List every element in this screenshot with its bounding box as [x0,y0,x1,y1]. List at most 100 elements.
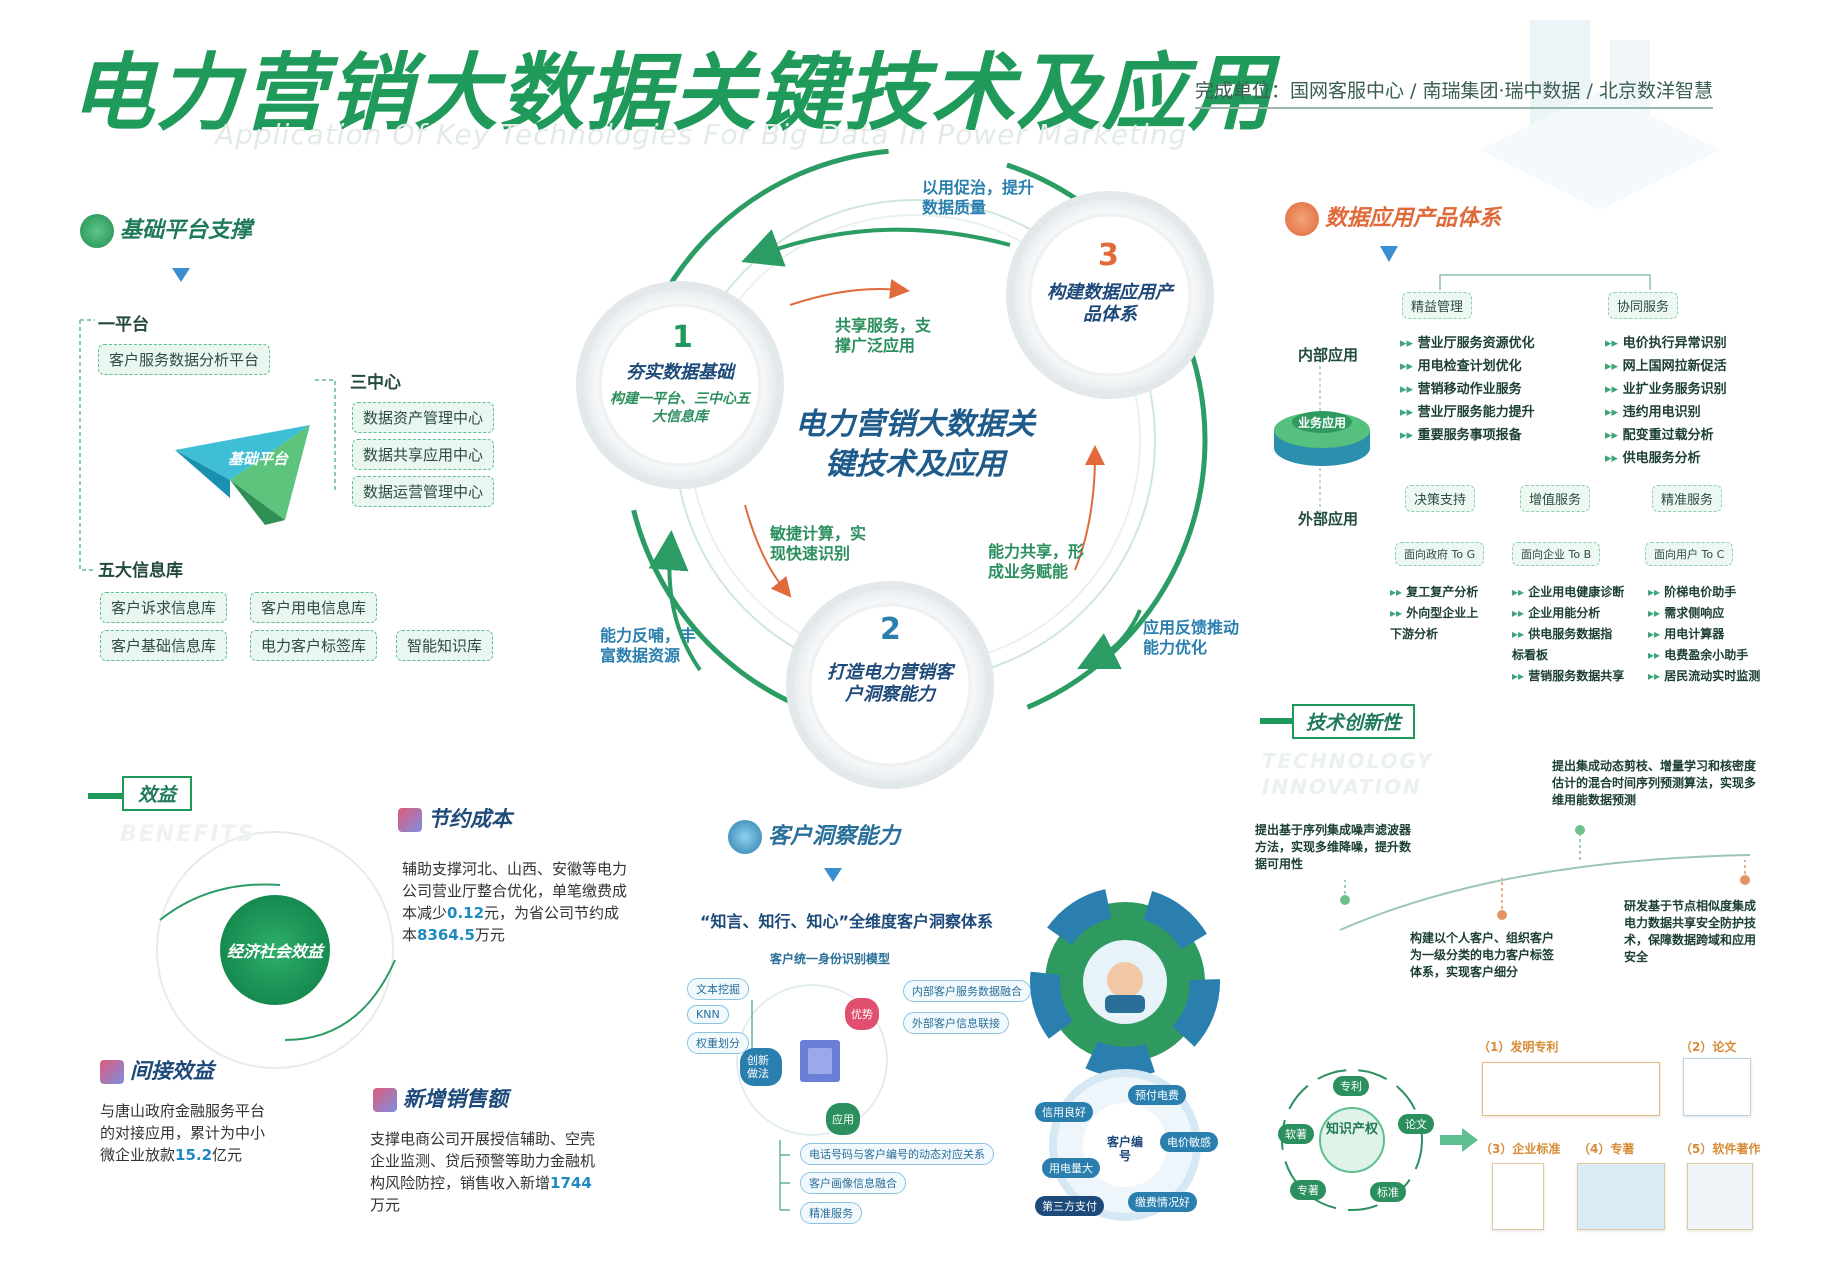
circle-1-number: 1 [672,320,693,355]
patent-docs-image [1482,1062,1660,1116]
ip-node-paper: 论文 [1398,1114,1434,1134]
lean-management-tag: 精益管理 [1402,292,1473,319]
to-b-tag: 面向企业 To B [1512,542,1601,566]
benefits-heading-en: BENEFITS [120,822,256,847]
node-advantage: 优势 [845,998,879,1030]
one-platform-label: 一平台 [98,315,149,335]
sales-num: 1744 [550,1174,592,1192]
platform-item: 客户服务数据分析平台 [98,344,271,375]
insight-system: “知言、知行、知心”全维度客户洞察体系 [700,912,994,931]
to-g-tag: 面向政府 To G [1395,542,1485,566]
indirect-text-a: 与唐山政府金融服务平台的对接应用，累计为中小微企业放款 [100,1102,266,1164]
coop-item: 网上国网拉新促活 [1605,355,1727,378]
biz-item: 企业用能分析 [1512,603,1624,624]
to-c-tag: 面向用户 To C [1645,542,1734,566]
ip-doc-label-2: （2）论文 [1680,1040,1737,1054]
innovation-point-2: 构建以个人客户、组织客户为一级分类的电力客户标签体系，实现客户细分 [1410,931,1555,979]
ring-label-credit: 信用良好 [1035,1102,1093,1122]
tag-external-link: 外部客户信息联接 [903,1012,1009,1034]
indirect-icon [100,1060,124,1084]
tag-knn: KNN [687,1005,729,1024]
circle-2-number: 2 [880,612,901,647]
pyramid-graphic [175,425,310,525]
save-cost-title: 节约成本 [428,807,512,831]
number-2-icon [728,820,762,854]
indirect-text: 与唐山政府金融服务平台的对接应用，累计为中小微企业放款15.2亿元 [100,1100,265,1166]
completion-units: 完成单位：国网客服中心 / 南瑞集团·瑞中数据 / 北京数洋智慧 [1195,76,1714,109]
innovation-point-4: 研发基于节点相似度集成电力数据共享安全防护技术，保障数据跨域和应用安全 [1624,899,1757,964]
lean-item: 营销移动作业服务 [1400,378,1535,401]
sales-heading: 新增销售额 [373,1083,508,1113]
biz-item: 供电服务数据指标看板 [1512,624,1622,666]
center-item-2: 数据共享应用中心 [352,439,495,470]
save-cost-num-2: 8364.5 [417,926,475,944]
tag-precise-service: 精准服务 [800,1202,862,1224]
ring-label-usage: 用电量大 [1042,1158,1100,1178]
center-item-3: 数据运营管理中心 [352,476,495,507]
ring-label-prepaid: 预付电费 [1128,1085,1186,1105]
monograph-doc-image [1577,1163,1665,1230]
lean-item: 营业厅服务资源优化 [1400,332,1535,355]
coop-list: 电价执行异常识别 网上国网拉新促活 业扩业务服务识别 违约用电识别 配变重过载分… [1605,332,1727,470]
coop-item: 供电服务分析 [1605,447,1727,470]
innovation-heading-en: TECHNOLOGY INNOVATION [1262,749,1434,799]
biz-list: 企业用电健康诊断 企业用能分析 供电服务数据指标看板 营销服务数据共享 [1512,582,1624,687]
cycle-center-title: 电力营销大数据关键技术及应用 [795,407,1035,482]
ip-center-label: 知识产权 [1325,1122,1378,1137]
sales-text-a: 支撑电商公司开展授信辅助、空壳企业监测、贷后预警等助力金融机构风险防控，销售收入… [370,1130,596,1192]
tag-internal-fusion: 内部客户服务数据融合 [903,980,1031,1002]
pyramid-label: 基础平台 [228,450,289,468]
biz-item: 企业用电健康诊断 [1512,582,1624,603]
ring-center-label: 客户编号 [1106,1135,1143,1163]
gov-list: 复工复产分析 外向型企业上下游分析 [1390,582,1485,645]
center-item-1: 数据资产管理中心 [352,402,495,433]
sales-title: 新增销售额 [403,1087,508,1111]
circle-3-title: 构建数据应用产品体系 [1047,282,1173,325]
tag-text-mining: 文本挖掘 [687,978,749,1000]
precise-service-tag: 精准服务 [1652,485,1723,512]
indirect-text-b: 亿元 [212,1146,243,1164]
user-item: 用电计算器 [1648,624,1760,645]
three-centers-label: 三中心 [350,373,401,393]
user-item: 电费盈余小助手 [1648,645,1760,666]
gov-item: 复工复产分析 [1390,582,1485,603]
cycle-text-cap-share: 能力共享，形成业务赋能 [988,542,1085,581]
lean-item: 营业厅服务能力提升 [1400,401,1535,424]
cycle-text-top: 以用促治，提升数据质量 [922,178,1035,217]
tag-profile-fusion: 客户画像信息融合 [800,1172,906,1194]
sales-text-b: 万元 [370,1196,401,1214]
ip-doc-label-1: （1）发明专利 [1478,1040,1559,1054]
node-innovation: 创新做法 [740,1048,782,1086]
coop-service-tag: 协同服务 [1608,292,1679,319]
user-item: 需求侧响应 [1648,603,1760,624]
five-db-label: 五大信息库 [98,561,183,581]
innovation-point-1: 提出基于序列集成噪声滤波器方法，实现多维降噪，提升数据可用性 [1255,823,1412,871]
tag-weight: 权重划分 [687,1032,749,1054]
disk-graphic [1274,411,1370,466]
number-3-icon [1285,202,1319,236]
ring-label-payment-good: 缴费情况好 [1128,1192,1197,1212]
ip-doc-label-5: （5）软件著作 [1680,1142,1761,1156]
external-app-label: 外部应用 [1298,510,1359,528]
node-application: 应用 [826,1103,860,1135]
benefits-heading: 效益 [122,776,193,811]
circle-3-number: 3 [1098,238,1119,273]
main-title: 电力营销大数据关键技术及应用 [70,44,1275,142]
tag-phone-mapping: 电话号码与客户编号的动态对应关系 [800,1143,994,1165]
db-item-3: 客户基础信息库 [100,630,228,661]
software-doc-image [1687,1163,1753,1230]
platform-heading-text: 基础平台支撑 [120,218,253,243]
insight-model: 客户统一身份识别模型 [770,952,891,966]
coop-item: 违约用电识别 [1605,401,1727,424]
sales-icon [373,1088,397,1112]
coop-item: 配变重过载分析 [1605,424,1727,447]
coop-item: 电价执行异常识别 [1605,332,1727,355]
power-icon [80,214,114,248]
indirect-heading: 间接效益 [100,1055,214,1085]
db-item-1: 客户诉求信息库 [100,592,228,623]
coop-item: 业扩业务服务识别 [1605,378,1727,401]
lean-item: 用电检查计划优化 [1400,355,1535,378]
internal-app-label: 内部应用 [1298,346,1359,364]
biz-item: 营销服务数据共享 [1512,666,1624,687]
db-item-2: 客户用电信息库 [250,592,378,623]
